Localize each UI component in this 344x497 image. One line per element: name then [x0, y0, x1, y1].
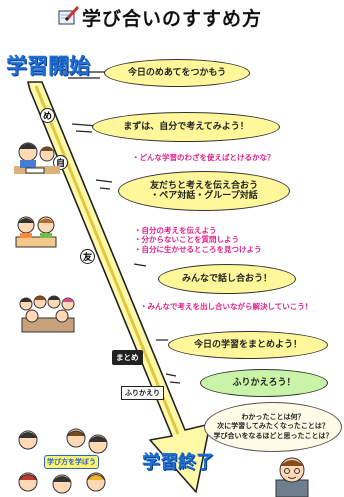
reflection-questions-bubble: わかったことは何？ 次に学習してみたくなったことは？ 学び合いをなるほどと思った…: [204, 402, 342, 452]
student-thinking-illustration: [14, 142, 60, 174]
class-discussion-illustration: [19, 295, 75, 333]
children-faces-illustration: [18, 428, 108, 494]
step-goal-bubble: 今日のめあてをつかもう: [104, 59, 250, 87]
discuss-note: ・みんなで考えを出し合いながら解決していこう！: [140, 302, 313, 311]
think-alone-note: ・どんな学習のわざを使えばとけるかな？: [132, 153, 275, 162]
page-title: 学び合いのすすめ方: [82, 8, 263, 30]
step-think-alone-bubble: まずは、自分で考えてみよう！: [92, 112, 280, 142]
start-heading: 学習開始: [6, 54, 90, 78]
learn-how-to-learn-badge: 学び方を学ぼう: [44, 455, 99, 469]
step-reflect-bubble: ふりかえろう！: [200, 369, 328, 397]
share-note: ・自分の考えを伝えよう ・分からないことを質問しよう ・自分に生かせるところを見…: [134, 226, 262, 254]
notebook-pencil-icon: [58, 6, 80, 25]
step-summary-bubble: 今日の学習をまとめよう！: [168, 331, 328, 359]
furikaeri-tag: ふりかえり: [121, 386, 164, 400]
end-heading: 学習終了: [142, 452, 214, 473]
matome-tag: まとめ: [112, 350, 143, 365]
teacher-illustration: [275, 457, 309, 497]
mark-me: め: [40, 108, 55, 123]
mark-tomo: 友: [80, 249, 95, 264]
step-share-bubble: 友だちと考えを伝え合おう ・ペア対話・グループ対話: [118, 171, 290, 211]
step-discuss-bubble: みんなで話し合おう！: [158, 264, 296, 294]
pair-talk-illustration: [15, 216, 57, 248]
